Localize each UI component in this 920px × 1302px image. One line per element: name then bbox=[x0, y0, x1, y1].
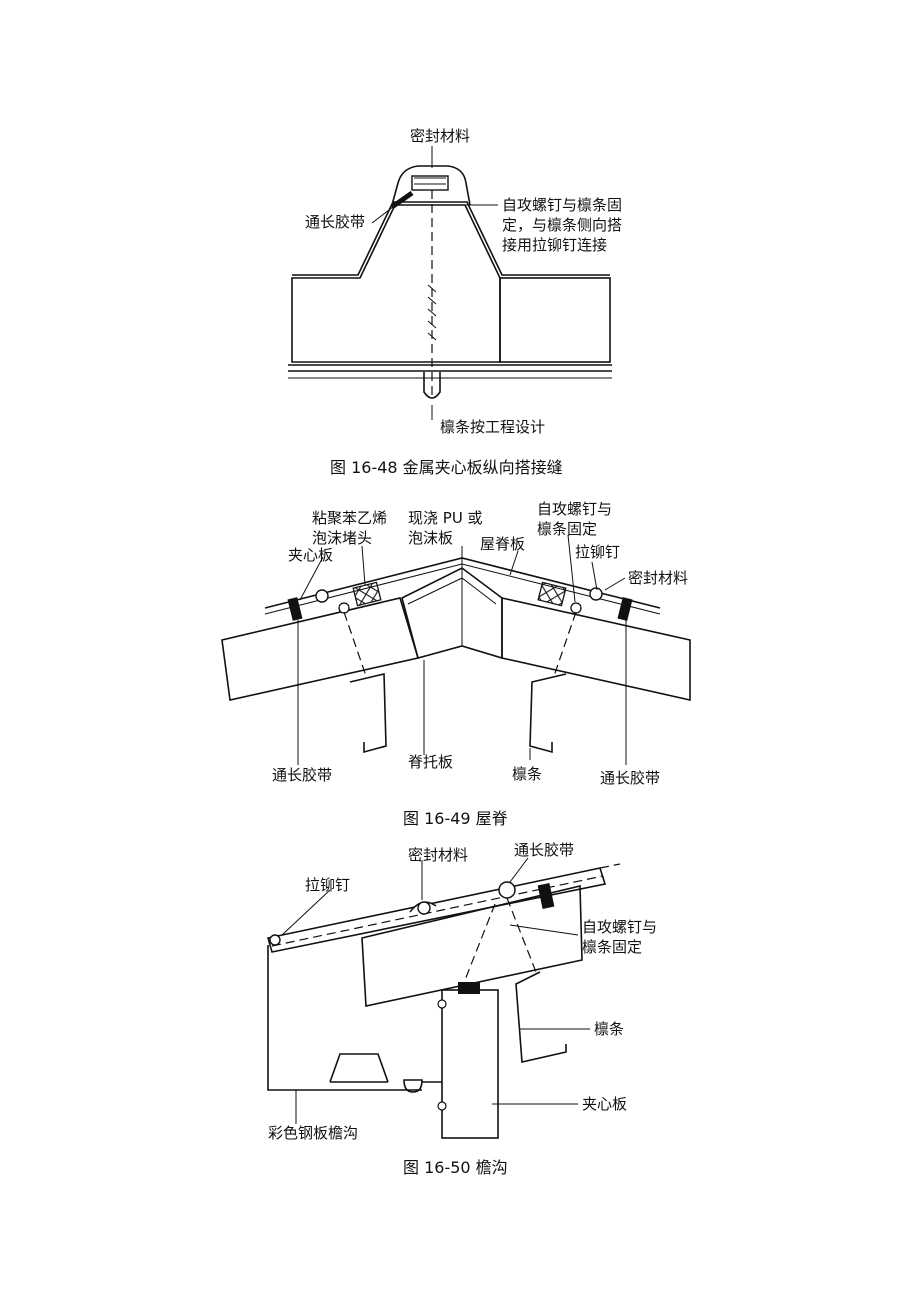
seal-block bbox=[458, 982, 480, 994]
sandwich-panel-left bbox=[291, 204, 501, 363]
figure-16-50: 密封材料 通长胶带 拉铆钉 自攻螺钉与 檩条固定 檩条 夹心板 彩色钢板檐沟 图… bbox=[266, 841, 657, 1177]
sandwich-panel-right bbox=[501, 597, 691, 701]
label-purlin-50: 檩条 bbox=[594, 1020, 624, 1038]
sandwich-panel-left bbox=[221, 597, 420, 701]
label-rivet-49: 拉铆钉 bbox=[575, 543, 620, 561]
rivet-eave bbox=[269, 934, 281, 946]
label-eps-line1: 粘聚苯乙烯 bbox=[312, 509, 387, 527]
label-tape-50: 通长胶带 bbox=[514, 841, 574, 859]
label-tape-left-49: 通长胶带 bbox=[272, 766, 332, 784]
label-screw-48-line2: 定，与檩条侧向搭 bbox=[502, 216, 622, 234]
caption-fig-16-49: 图 16-49 屋脊 bbox=[403, 809, 508, 828]
label-sealant-49: 密封材料 bbox=[628, 569, 688, 587]
purlin-left bbox=[349, 672, 387, 754]
label-ridge-support: 脊托板 bbox=[408, 753, 453, 771]
screw-thread bbox=[427, 284, 437, 341]
tape-block bbox=[537, 883, 555, 909]
screw-head-right bbox=[570, 602, 582, 614]
purlin-right bbox=[529, 673, 567, 754]
label-gutter: 彩色钢板檐沟 bbox=[268, 1124, 358, 1142]
label-rivet-50: 拉铆钉 bbox=[305, 876, 350, 894]
rivet-left bbox=[315, 589, 329, 603]
label-screw-48-line1: 自攻螺钉与檩条固 bbox=[502, 196, 622, 214]
figure-16-49: 粘聚苯乙烯 泡沫堵头 现浇 PU 或 泡沫板 自攻螺钉与 檩条固定 夹心板 屋脊… bbox=[221, 500, 691, 828]
sealant-bump-2 bbox=[498, 881, 516, 899]
gutter-bracket bbox=[329, 1053, 389, 1083]
sandwich-panel-roof bbox=[361, 884, 583, 1007]
label-purlin-49: 檩条 bbox=[512, 765, 542, 783]
gutter-body bbox=[267, 945, 422, 1091]
label-pu-line2: 泡沫板 bbox=[408, 529, 453, 547]
label-ridge-cover: 屋脊板 bbox=[480, 535, 525, 553]
sealant-block bbox=[411, 175, 449, 191]
label-tape-right-49: 通长胶带 bbox=[600, 769, 660, 787]
label-screw-49-line1: 自攻螺钉与 bbox=[537, 500, 612, 518]
rivet-right bbox=[589, 587, 603, 601]
label-tape-48: 通长胶带 bbox=[305, 213, 365, 231]
label-eps-line2: 泡沫堵头 bbox=[312, 529, 372, 547]
label-sealant-50: 密封材料 bbox=[408, 846, 468, 864]
screw-tip bbox=[423, 372, 441, 399]
figure-16-48: 密封材料 通长胶带 自攻螺钉与檩条固 定，与檩条侧向搭 接用拉铆钉连接 檩条按工… bbox=[288, 127, 622, 477]
caption-fig-16-50: 图 16-50 檐沟 bbox=[403, 1158, 508, 1177]
ridge-support-plate bbox=[401, 567, 503, 660]
sandwich-panel-wall bbox=[441, 989, 499, 1139]
label-screw-50-line1: 自攻螺钉与 bbox=[582, 918, 657, 936]
roof-sheet bbox=[266, 867, 607, 953]
cap-flashing bbox=[391, 165, 471, 206]
label-screw-48-line3: 接用拉铆钉连接 bbox=[502, 236, 607, 254]
screw-head-left bbox=[338, 602, 350, 614]
sandwich-panel-right bbox=[499, 277, 611, 363]
tape-left bbox=[287, 597, 303, 621]
label-panel-50: 夹心板 bbox=[582, 1095, 627, 1113]
purlin-50 bbox=[515, 971, 567, 1063]
label-panel-49: 夹心板 bbox=[288, 546, 333, 564]
caption-fig-16-48: 图 16-48 金属夹心板纵向搭接缝 bbox=[330, 458, 563, 477]
label-screw-49-line2: 檩条固定 bbox=[537, 520, 597, 538]
label-pu-line1: 现浇 PU 或 bbox=[408, 509, 483, 527]
label-purlin-48: 檩条按工程设计 bbox=[440, 418, 545, 436]
panel-top-skin bbox=[292, 201, 610, 276]
foam-plug-right bbox=[537, 581, 567, 607]
foam-plug-left bbox=[352, 581, 382, 607]
tape-right bbox=[617, 597, 633, 621]
label-screw-50-line2: 檩条固定 bbox=[582, 938, 642, 956]
label-sealant-48: 密封材料 bbox=[410, 127, 470, 145]
